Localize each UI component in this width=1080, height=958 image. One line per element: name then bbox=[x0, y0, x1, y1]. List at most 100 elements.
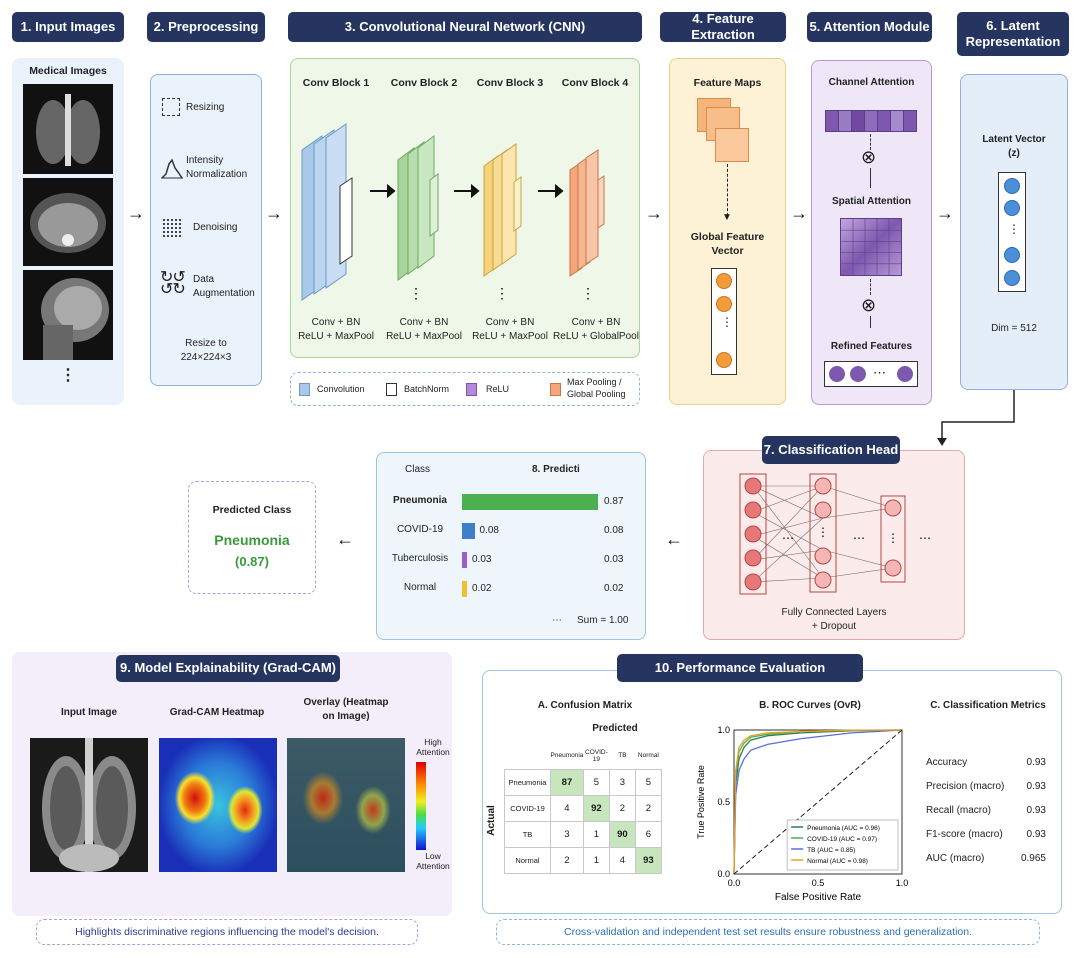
refined-node bbox=[829, 366, 845, 382]
multiply-icon: ⊗ bbox=[861, 295, 877, 315]
svg-text:⋮: ⋮ bbox=[409, 285, 423, 301]
header-preprocessing: 2. Preprocessing bbox=[147, 12, 265, 42]
channel-attention-bar bbox=[825, 110, 917, 132]
roc-y-tick: 1.0 bbox=[717, 725, 730, 735]
header-gradcam: 9. Model Explainability (Grad-CAM) bbox=[116, 655, 340, 682]
cm-row-header: COVID-19 bbox=[504, 794, 551, 822]
cm-row-header: Pneumonia bbox=[504, 768, 551, 796]
fc-caption: Fully Connected Layers + Dropout bbox=[781, 607, 887, 632]
metric-value: 0.93 bbox=[1026, 805, 1046, 816]
svg-text:⋮: ⋮ bbox=[887, 531, 899, 545]
latent-node bbox=[1004, 178, 1020, 194]
roc-x-tick: 1.0 bbox=[896, 878, 909, 888]
prob-bar bbox=[462, 494, 598, 510]
header-classification-head: 7. Classification Head bbox=[762, 436, 900, 464]
roc-legend-label: Normal (AUC = 0.98) bbox=[807, 858, 868, 865]
prob-bar-value: 0.02 bbox=[472, 583, 492, 594]
gradcam-heatmap-label: Grad-CAM Heatmap bbox=[169, 707, 265, 718]
roc-y-label: True Positive Rate bbox=[696, 765, 706, 839]
latent-dots: ⋮ bbox=[1008, 222, 1020, 236]
attention-line bbox=[870, 316, 871, 328]
conv-block-3-layers bbox=[483, 143, 522, 277]
prob-bar bbox=[462, 552, 467, 568]
prob-class-name: Pneumonia bbox=[393, 495, 447, 506]
header-performance: 10. Performance Evaluation bbox=[617, 654, 863, 682]
svg-text:⋯: ⋯ bbox=[919, 531, 931, 545]
cm-col-header: Pneumonia bbox=[550, 752, 584, 760]
colorbar-high: High Attention bbox=[416, 737, 450, 758]
vector-node bbox=[716, 296, 732, 312]
metric-value: 0.93 bbox=[1026, 781, 1046, 792]
arrow-6-7 bbox=[937, 390, 1015, 446]
latent-node bbox=[1004, 247, 1020, 263]
resize-note: Resize to 224×224×3 bbox=[180, 338, 232, 363]
svg-text:⋮: ⋮ bbox=[495, 285, 509, 301]
multiply-icon: ⊗ bbox=[861, 147, 877, 167]
predicted-class-title: Predicted Class bbox=[212, 504, 292, 516]
pooling-icon bbox=[550, 383, 561, 396]
probabilities-panel bbox=[376, 452, 646, 640]
colorbar-low: Low Attention bbox=[416, 851, 450, 872]
convolution-icon bbox=[299, 383, 310, 396]
header-input-images: 1. Input Images bbox=[12, 12, 124, 42]
gradcam-overlay-label: Overlay (Heatmap on Image) bbox=[303, 697, 389, 722]
roc-x-tick: 0.0 bbox=[728, 878, 741, 888]
gradcam-input-image bbox=[30, 738, 148, 872]
attention-line bbox=[870, 279, 871, 295]
latent-vector-label: Latent Vector (z) bbox=[982, 134, 1046, 159]
roc-y-tick: 0.5 bbox=[717, 797, 730, 807]
histogram-icon bbox=[161, 158, 183, 179]
spatial-attention-label: Spatial Attention bbox=[831, 196, 912, 207]
header-latent: 6. Latent Representation bbox=[957, 12, 1069, 56]
feature-map-3 bbox=[715, 128, 749, 162]
cm-actual-label: Actual bbox=[485, 805, 497, 836]
attention-colorbar bbox=[416, 762, 426, 850]
denoise-icon bbox=[162, 218, 182, 238]
cnn-legend bbox=[290, 372, 640, 406]
cm-col-header: Normal bbox=[637, 752, 659, 760]
arrow-4-5: → bbox=[790, 203, 808, 223]
arrow-2-3: → bbox=[265, 203, 283, 223]
prob-value: 0.02 bbox=[604, 583, 624, 594]
cm-cell: 4 bbox=[608, 846, 636, 874]
conv-block-2-layers bbox=[397, 135, 439, 281]
feature-arrow-line bbox=[727, 164, 728, 216]
cm-col-header: TB bbox=[618, 752, 627, 760]
cm-cell: 92 bbox=[582, 794, 610, 822]
mri-thumbnail bbox=[23, 270, 113, 360]
refined-node bbox=[850, 366, 866, 382]
cm-cell: 6 bbox=[634, 820, 662, 848]
ct-thumbnail bbox=[23, 178, 113, 266]
input-more-dots: ⋮ bbox=[60, 367, 76, 384]
performance-note: Cross-validation and independent test se… bbox=[564, 926, 972, 938]
metric-value: 0.93 bbox=[1026, 757, 1046, 768]
roc-legend-label: TB (AUC = 0.85) bbox=[807, 847, 855, 854]
cm-cell: 2 bbox=[608, 794, 636, 822]
arrow-3-4: → bbox=[645, 203, 663, 223]
svg-text:⋮: ⋮ bbox=[581, 285, 595, 301]
roc-legend-label: COVID-19 (AUC = 0.97) bbox=[807, 836, 877, 843]
arrow-5-6: → bbox=[936, 203, 954, 223]
global-feature-vector-label: Global Feature Vector bbox=[690, 231, 765, 258]
step-resizing: Resizing bbox=[186, 102, 225, 113]
roc-x-label: False Positive Rate bbox=[775, 892, 862, 902]
prob-bar-value: 0.08 bbox=[479, 525, 499, 536]
prob-class-name: Tuberculosis bbox=[391, 553, 449, 564]
gradcam-input-label: Input Image bbox=[60, 707, 118, 718]
gradcam-overlay-image bbox=[287, 738, 405, 872]
cm-col-header: COVID-19 bbox=[585, 748, 608, 763]
relu-icon bbox=[466, 383, 477, 396]
prob-class-name: COVID-19 bbox=[396, 524, 444, 535]
legend-relu: ReLU bbox=[486, 384, 510, 394]
vector-dots: ⋮ bbox=[721, 315, 733, 329]
metric-name: F1-score (macro) bbox=[926, 829, 1003, 840]
input-title: Medical Images bbox=[29, 65, 107, 77]
step-intensity-normalization: Intensity Normalization bbox=[186, 155, 248, 180]
conv-block-2-desc: Conv + BN ReLU + MaxPool bbox=[386, 317, 462, 342]
prob-value: 0.03 bbox=[604, 554, 624, 565]
refined-dots: ⋯ bbox=[873, 365, 886, 380]
roc-series-line bbox=[733, 729, 903, 875]
refined-features-label: Refined Features bbox=[830, 341, 913, 352]
cm-cell: 4 bbox=[550, 794, 584, 822]
